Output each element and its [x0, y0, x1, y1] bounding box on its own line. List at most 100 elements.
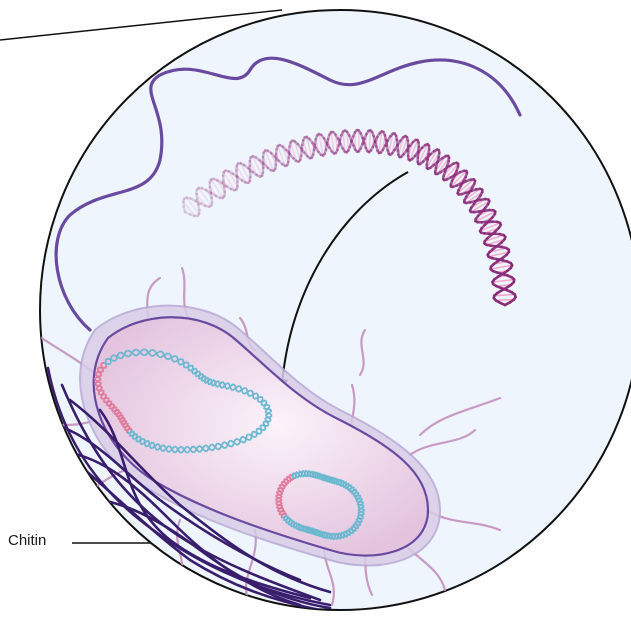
dna-loop-segment: [278, 510, 279, 511]
dna-loop-segment: [196, 371, 199, 372]
dna-loop-segment: [196, 373, 197, 376]
dna-loop-segment: [262, 425, 265, 426]
dna-loop-segment: [294, 522, 295, 525]
dna-loop-segment: [232, 444, 233, 447]
dna-loop-segment: [302, 529, 303, 531]
dna-loop-segment: [192, 365, 193, 367]
dna-loop-segment: [216, 443, 218, 445]
dna-loop-segment: [242, 391, 243, 394]
dna-loop-segment: [129, 426, 130, 427]
dna-loop-segment: [95, 382, 96, 384]
dna-loop-segment: [323, 532, 324, 533]
dna-loop-segment: [156, 449, 158, 450]
dna-loop-segment: [261, 405, 262, 406]
dna-loop-segment: [210, 444, 212, 445]
dna-loop-segment: [110, 362, 111, 364]
dna-loop-segment: [133, 354, 136, 355]
dna-loop-segment: [211, 450, 213, 451]
dna-loop-segment: [199, 378, 201, 379]
dna-loop-segment: [175, 356, 177, 357]
dna-loop-segment: [105, 394, 107, 395]
dna-loop-segment: [257, 394, 258, 396]
dna-loop-segment: [186, 452, 188, 453]
dna-loop-segment: [298, 477, 299, 478]
dna-loop-segment: [307, 528, 308, 531]
dna-loop-segment: [222, 442, 223, 445]
dna-loop-segment: [346, 482, 347, 483]
dna-loop-segment: [265, 418, 267, 419]
dna-loop-segment: [276, 495, 277, 496]
dna-loop-segment: [236, 390, 237, 392]
dna-loop-segment: [184, 366, 185, 368]
dna-loop-segment: [270, 420, 271, 421]
dna-loop-segment: [241, 387, 242, 390]
dna-loop-segment: [360, 511, 363, 512]
dna-loop-segment: [332, 483, 333, 484]
dna-loop-segment: [324, 480, 325, 481]
dna-loop-segment: [333, 538, 334, 539]
dna-loop-segment: [241, 437, 242, 439]
dna-loop-segment: [102, 368, 103, 371]
dna-loop-segment: [160, 447, 161, 450]
dna-loop-segment: [331, 479, 332, 482]
dna-loop-segment: [145, 444, 146, 446]
dna-loop-segment: [114, 412, 115, 414]
dna-loop-segment: [270, 411, 271, 413]
dna-loop-segment: [159, 444, 160, 447]
dna-loop-segment: [222, 382, 223, 383]
dna-loop-segment: [240, 439, 241, 442]
dna-loop-segment: [307, 527, 308, 528]
dna-loop-segment: [360, 496, 361, 498]
dna-loop-segment: [232, 389, 234, 390]
dna-loop-segment: [265, 412, 267, 413]
dna-loop-segment: [267, 413, 270, 414]
dna-loop-segment: [257, 428, 258, 430]
dna-loop-segment: [348, 535, 350, 536]
dna-loop-segment: [348, 486, 349, 489]
dna-loop-segment: [123, 427, 126, 428]
dna-loop-segment: [129, 432, 132, 433]
dna-loop-segment: [358, 510, 360, 511]
dna-loop-segment: [350, 528, 352, 529]
dna-loop-segment: [268, 424, 269, 426]
dna-loop-segment: [121, 422, 122, 424]
dna-loop-segment: [161, 450, 163, 451]
dna-loop-segment: [106, 362, 107, 365]
dna-loop-segment: [238, 443, 239, 445]
dna-loop-segment: [135, 349, 138, 350]
dna-loop-segment: [333, 533, 334, 534]
dna-loop-segment: [179, 364, 181, 365]
dna-loop-segment: [314, 476, 315, 477]
chitin-label: Chitin: [8, 532, 46, 549]
dna-loop-segment: [335, 535, 336, 538]
dna-loop-segment: [341, 486, 342, 487]
dna-loop-segment: [191, 446, 193, 448]
dna-loop-segment: [114, 410, 117, 411]
dna-loop-segment: [304, 531, 305, 532]
dna-loop-segment: [250, 390, 252, 391]
dna-loop-segment: [320, 474, 321, 476]
dna-loop-segment: [167, 446, 169, 447]
dna-loop-segment: [320, 536, 321, 537]
dna-loop-segment: [242, 442, 244, 443]
dna-loop-segment: [209, 383, 211, 385]
dna-loop-segment: [112, 360, 115, 361]
dna-loop-segment: [278, 501, 281, 502]
dna-loop-segment: [226, 444, 227, 447]
dna-loop-segment: [252, 391, 253, 394]
dna-loop-segment: [204, 445, 206, 446]
dna-loop-segment: [341, 532, 342, 533]
dna-loop-segment: [300, 524, 301, 525]
dna-loop-segment: [345, 485, 346, 488]
dna-loop-segment: [362, 499, 363, 500]
dna-loop-segment: [303, 471, 304, 473]
dna-loop-segment: [262, 399, 263, 402]
dna-loop-segment: [164, 445, 165, 447]
dna-loop-segment: [205, 377, 206, 380]
dna-loop-segment: [216, 448, 218, 449]
dna-loop-segment: [208, 377, 209, 378]
dna-loop-segment: [218, 381, 219, 382]
dna-loop-segment: [253, 397, 254, 399]
dna-loop-segment: [183, 360, 184, 363]
